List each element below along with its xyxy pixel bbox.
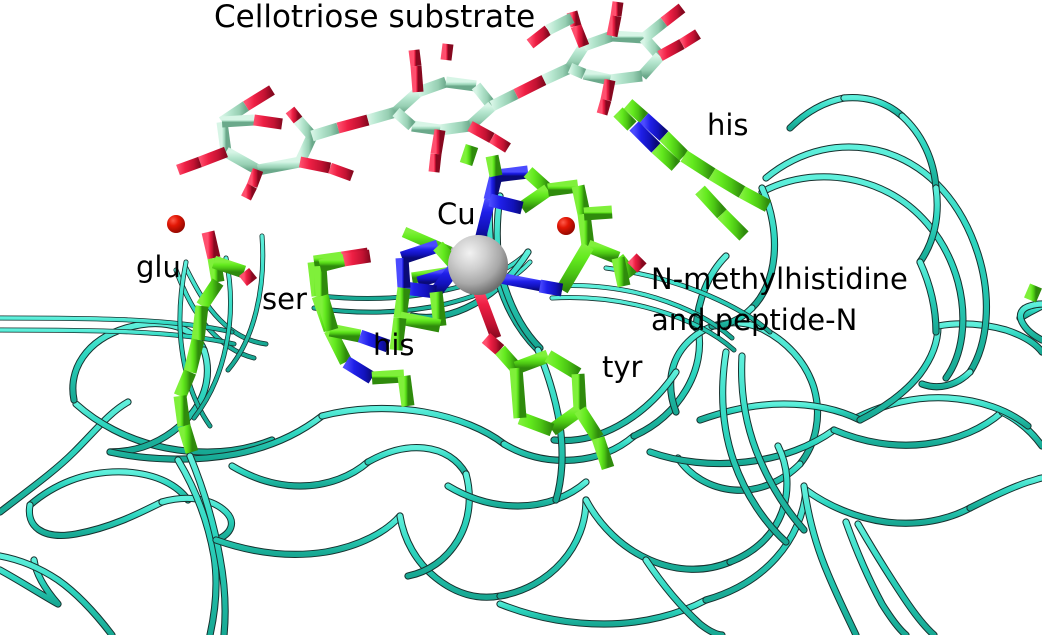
ser-residue-sticks [313,249,371,332]
label-his-core: his [373,328,415,362]
protein-backbone-loops [0,94,1042,635]
cellotriose-substrate-sticks [176,1,701,201]
label-tyr: tyr [602,350,643,384]
foreground-stick-fragments [459,143,1042,303]
glu-residue-sticks [173,230,258,454]
label-n-methylhistidine: N-methylhistidine [651,262,908,296]
label-glu: glu [136,250,181,284]
tyr-residue-sticks [481,333,615,471]
label-ser: ser [262,282,307,316]
label-peptide-n: and peptide-N [651,303,858,337]
label-copper: Cu [437,197,476,231]
his-upper-right-residue-sticks [613,99,772,241]
label-cellotriose-substrate: Cellotriose substrate [214,0,536,35]
water-oxygen-spheres [167,215,575,235]
copper-atom [448,235,508,295]
label-his-top: his [707,108,749,142]
n-methylhistidine-residue-sticks [483,154,647,297]
